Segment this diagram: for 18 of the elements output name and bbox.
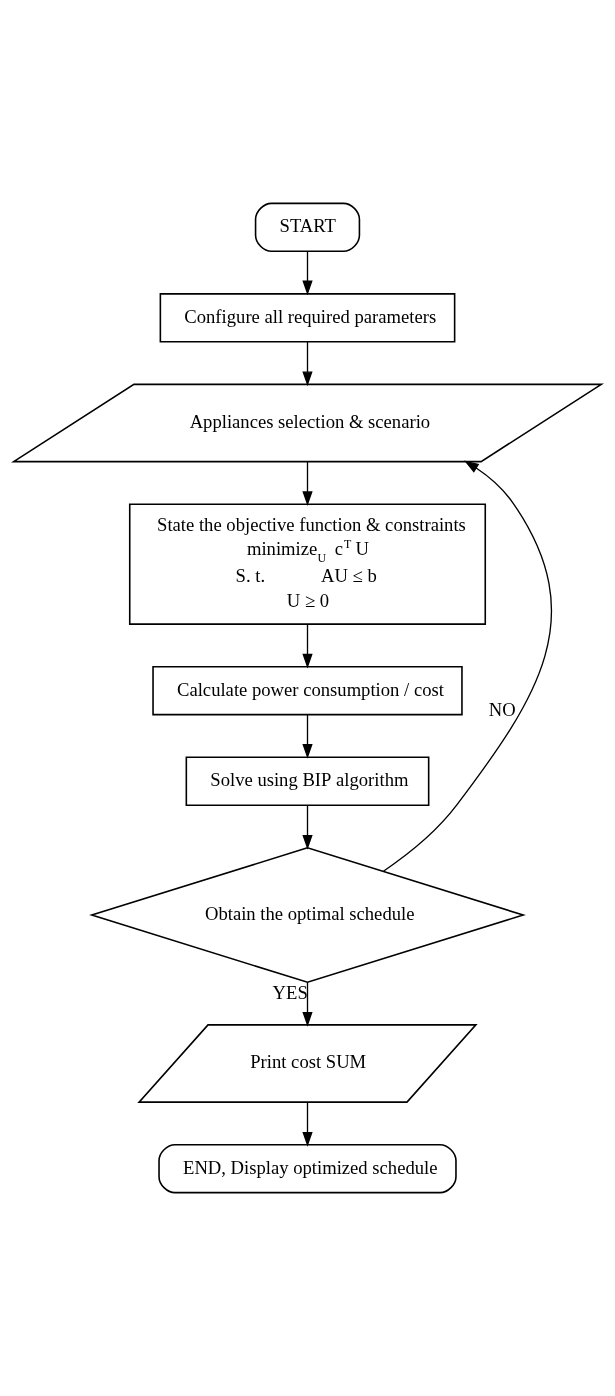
arrow [302,804,313,850]
node-box: END, Display optimized schedule [158,1143,457,1194]
arrow [302,251,313,296]
arrow [302,623,313,669]
arrow [302,461,313,506]
edge-label: NO [488,698,516,720]
arrow [302,981,313,1027]
arrow [302,1101,313,1147]
node-box: START [254,202,361,253]
arrow [302,714,313,759]
edge-label: YES [272,981,308,1003]
arrow [302,341,313,387]
arrow [382,460,553,872]
node-box: Configure all required parameters [159,293,456,343]
node-diamond: Obtain the optimal schedule [89,846,526,984]
node-box: Calculate power consumption / cost [152,665,463,716]
node-box: Solve using BIP algorithm [185,756,430,806]
node-box: State the objective function & constraints minimize$_{U}$ c$^{T}$ U S. t. AU ≤ b U ≥ 0 [128,503,487,625]
